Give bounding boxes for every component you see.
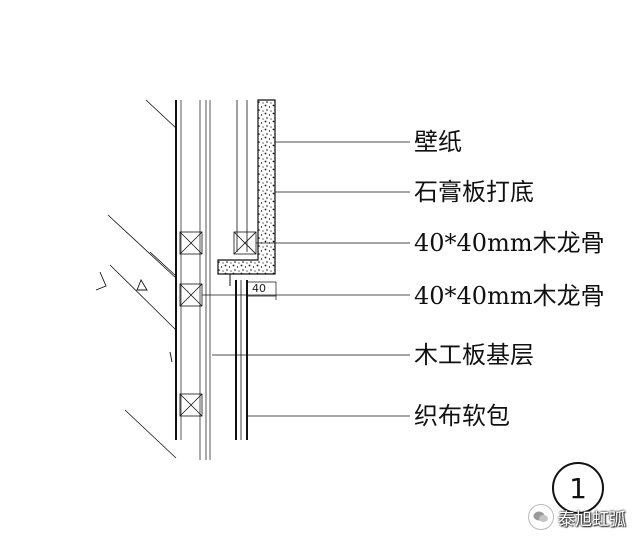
label-plywood-base: 木工板基层: [414, 341, 534, 369]
dimension-text: 40: [252, 282, 266, 295]
wechat-icon: [528, 504, 554, 530]
detail-number: 1: [569, 471, 587, 505]
label-keel-lower: 40*40mm木龙骨: [414, 282, 605, 310]
detail-number-badge: 1: [552, 462, 604, 514]
label-gypsum-base: 石膏板打底: [414, 178, 534, 206]
gypsum-board: [217, 99, 276, 275]
wall-hatch: [107, 99, 177, 459]
wall-marks: [95, 271, 173, 363]
leader-lines: [202, 141, 410, 417]
dimension-line: [247, 281, 277, 300]
wall-lines: [175, 100, 248, 460]
keel-boxes: [179, 231, 257, 417]
label-keel-upper: 40*40mm木龙骨: [414, 229, 605, 257]
label-wallpaper: 壁纸: [414, 128, 462, 156]
label-fabric-panel: 织布软包: [414, 402, 510, 430]
fabric-panel: [229, 273, 248, 440]
watermark: 泰旭虹弧: [528, 504, 626, 530]
watermark-text: 泰旭虹弧: [558, 509, 626, 530]
